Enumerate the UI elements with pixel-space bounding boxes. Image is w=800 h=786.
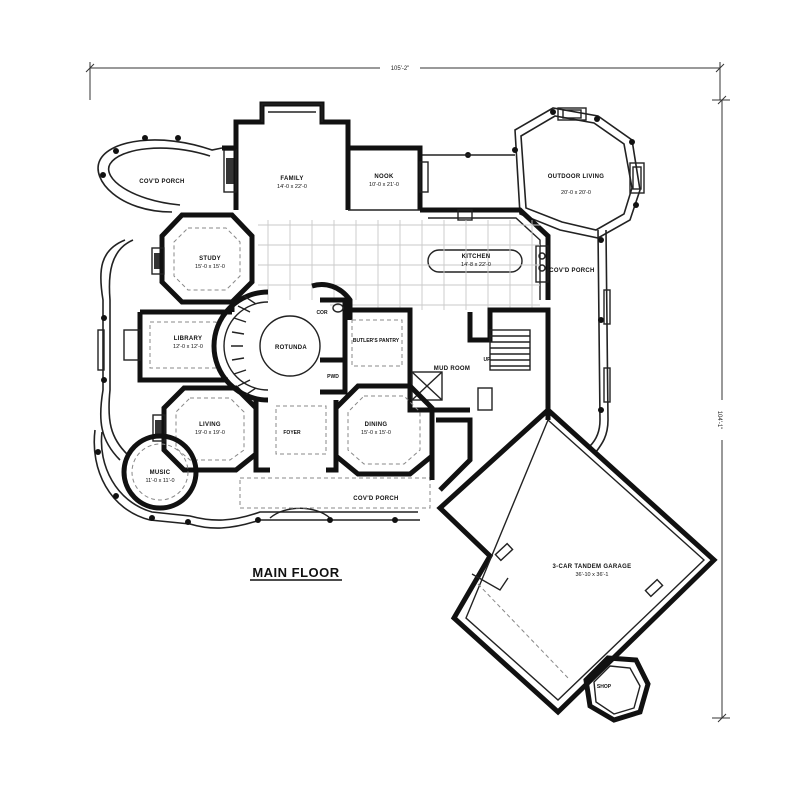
family-room-walls — [223, 101, 351, 210]
overall-width-label: 105'-2" — [391, 66, 410, 72]
overall-depth-dimension: 104'-1" — [712, 95, 730, 723]
library-walls — [123, 309, 232, 383]
main-perimeter — [222, 145, 473, 492]
west-covered-porch-outline — [97, 135, 223, 461]
garage-walls — [436, 406, 718, 716]
outdoor-living-outline — [420, 107, 645, 239]
label-study: STUDY — [199, 256, 221, 262]
size-study: 15'-0 x 15'-0 — [195, 264, 225, 270]
label-covd-porch-south: COV'D PORCH — [353, 496, 398, 502]
label-mud-room: MUD ROOM — [434, 366, 470, 372]
living-walls — [152, 385, 259, 473]
room-labels: COV'D PORCH FAMILY 14'-0 x 22'-0 NOOK 10… — [139, 174, 631, 690]
label-music: MUSIC — [150, 470, 171, 476]
label-outdoor-living: OUTDOOR LIVING — [548, 174, 605, 180]
south-covered-porch-outline — [93, 429, 431, 529]
label-stair-up: UP — [484, 357, 492, 363]
size-music: 11'-0 x 11'-0 — [145, 478, 174, 484]
label-dining: DINING — [365, 422, 388, 428]
size-library: 12'-0 x 12'-0 — [173, 344, 203, 350]
size-dining: 15'-0 x 15'-0 — [361, 430, 391, 436]
label-pwd: PWD — [327, 374, 339, 380]
label-rotunda: ROTUNDA — [275, 345, 307, 351]
size-outdoor-living: 20'-0 x 20'-0 — [561, 190, 591, 196]
cor-pwd-walls — [311, 282, 353, 392]
label-garage: 3-CAR TANDEM GARAGE — [553, 564, 632, 570]
size-kitchen: 14'-8 x 22'-0 — [461, 262, 491, 268]
label-kitchen: KITCHEN — [462, 254, 491, 260]
size-living: 19'-0 x 19'-0 — [195, 430, 225, 436]
overall-depth-label: 104'-1" — [716, 411, 722, 430]
kitchen-walls — [420, 207, 551, 300]
label-covd-porch-east: COV'D PORCH — [549, 268, 594, 274]
east-covered-porch-outline — [589, 229, 611, 453]
label-nook: NOOK — [374, 174, 394, 180]
label-shop: SHOP — [597, 684, 612, 690]
drawing-title: MAIN FLOOR — [252, 565, 339, 580]
size-nook: 10'-0 x 21'-0 — [369, 182, 399, 188]
shop-walls — [583, 655, 651, 723]
drawing-title-block: MAIN FLOOR — [250, 565, 342, 581]
label-butlers-pantry: BUTLER'S PANTRY — [353, 338, 400, 344]
overall-width-dimension: 105'-2" — [85, 62, 725, 100]
music-walls — [121, 433, 199, 511]
floor-tile-grid — [258, 220, 540, 310]
label-library: LIBRARY — [174, 336, 203, 342]
label-foyer: FOYER — [283, 430, 301, 436]
label-covd-porch-west: COV'D PORCH — [139, 179, 184, 185]
dining-walls — [333, 383, 435, 477]
label-family: FAMILY — [280, 176, 303, 182]
size-family: 14'-0 x 22'-0 — [277, 184, 307, 190]
size-garage: 36'-10 x 36'-1 — [576, 572, 609, 578]
label-cor: COR — [316, 310, 328, 316]
label-living: LIVING — [199, 422, 221, 428]
nook-walls — [348, 145, 429, 211]
